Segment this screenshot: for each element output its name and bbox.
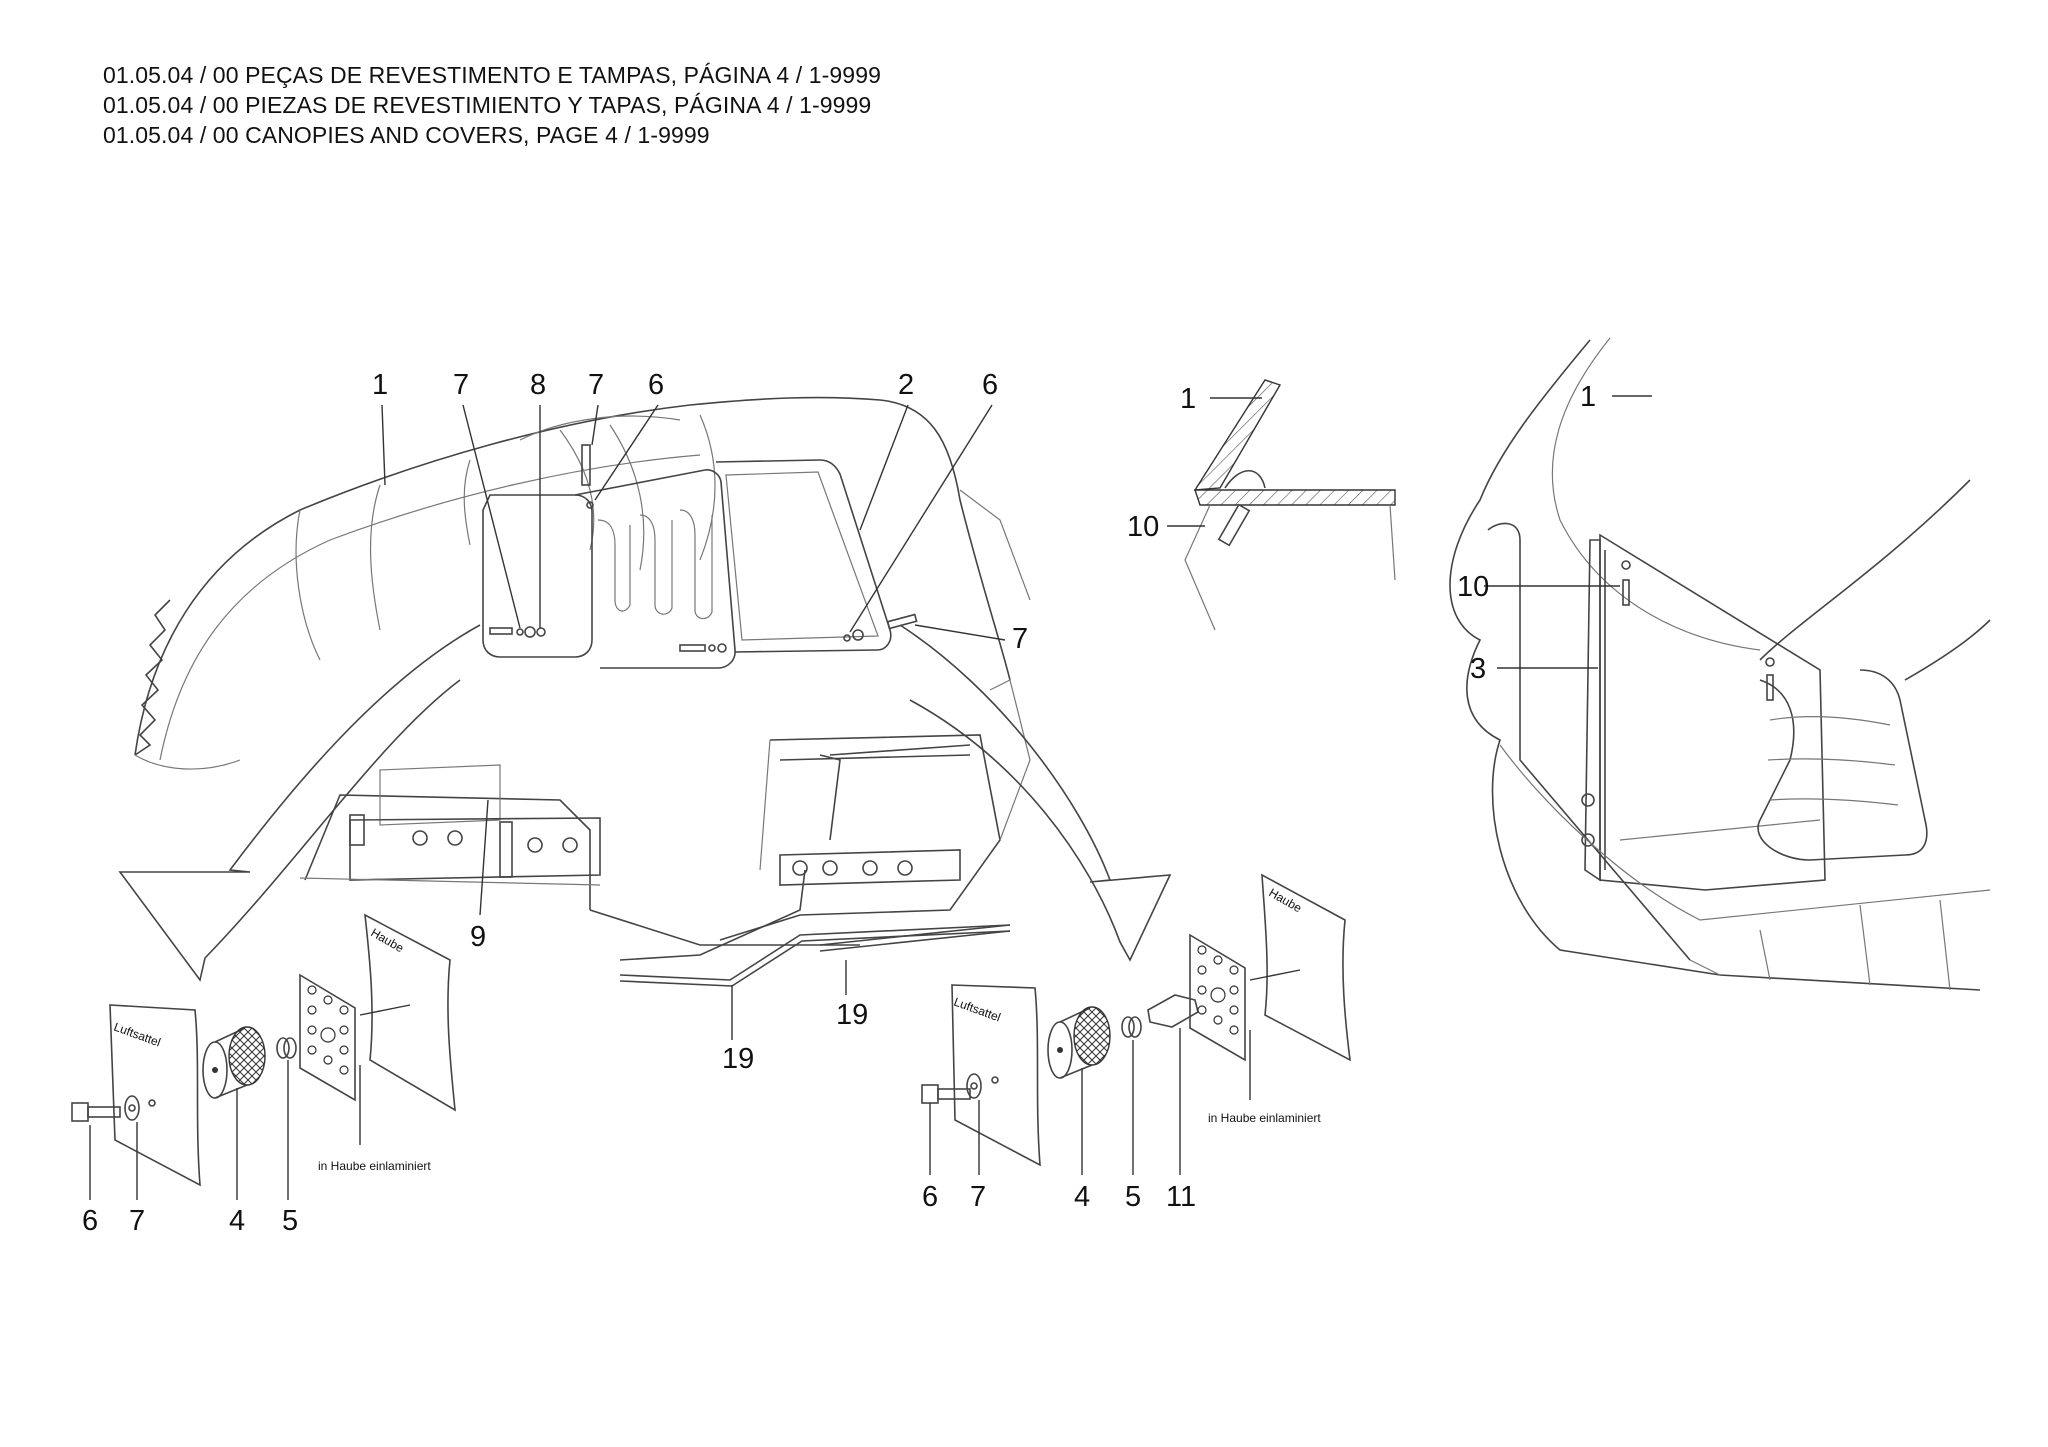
callout-7: 7 [970,1181,986,1213]
nut-icon [1121,1016,1135,1038]
callout-2: 2 [898,369,914,401]
callout-1: 1 [372,369,388,401]
washer-icon [124,1095,140,1121]
callout-4: 4 [1074,1181,1090,1213]
callout-4: 4 [229,1205,245,1237]
callout-7: 7 [1012,623,1028,655]
luftsattel-label: Luftsattel [952,995,1003,1025]
main-callouts: 1 7 8 7 6 2 6 7 9 19 19 [372,369,1028,1075]
callout-19: 19 [836,999,868,1031]
callout-19: 19 [722,1043,754,1075]
callout-7: 7 [588,369,604,401]
einlaminiert-label: in Haube einlaminiert [1208,1111,1321,1125]
washer-icon [966,1073,982,1099]
title-portuguese: 01.05.04 / 00 PEÇAS DE REVESTIMENTO E TA… [103,62,881,88]
title-english: 01.05.04 / 00 CANOPIES AND COVERS, PAGE … [103,122,710,148]
bolt-icon [1766,674,1774,701]
callout-6: 6 [648,369,664,401]
section-detail: 1 10 [1127,379,1396,631]
canopy-main-view [118,396,1172,987]
callout-5: 5 [282,1205,298,1237]
perforated-plate-icon [299,973,356,1102]
callout-10: 10 [1457,571,1489,603]
title-spanish: 01.05.04 / 00 PIEZAS DE REVESTIMIENTO Y … [103,92,872,118]
nut-icon [276,1037,290,1059]
callout-7: 7 [129,1205,145,1237]
callout-9: 9 [470,921,486,953]
page-header: 01.05.04 / 00 PEÇAS DE REVESTIMENTO E TA… [103,60,881,150]
luftsattel-label: Luftsattel [112,1020,163,1050]
bolt-icon [87,1106,121,1118]
perforated-plate-icon [1189,933,1246,1062]
bolt-icon [489,627,513,635]
einlaminiert-label: in Haube einlaminiert [318,1159,431,1173]
callout-3: 3 [1470,653,1486,685]
callout-1: 1 [1180,383,1196,415]
callout-1: 1 [1580,381,1596,413]
bolt-icon [1622,579,1630,606]
callout-6: 6 [922,1181,938,1213]
cab-right-view: 1 10 3 [1449,337,1991,991]
left-mount-assembly: Luftsattel Haube in Haube einlaminiert [71,913,456,1237]
haube-label: Haube [1267,885,1305,915]
haube-label: Haube [369,925,407,955]
callout-11: 11 [1166,1181,1196,1213]
bolt-icon [937,1088,971,1100]
callout-6: 6 [82,1205,98,1237]
callout-8: 8 [530,369,546,401]
bolt-icon [581,444,591,486]
callout-7: 7 [453,369,469,401]
callout-6: 6 [982,369,998,401]
callout-5: 5 [1125,1181,1141,1213]
callout-10: 10 [1127,511,1159,543]
